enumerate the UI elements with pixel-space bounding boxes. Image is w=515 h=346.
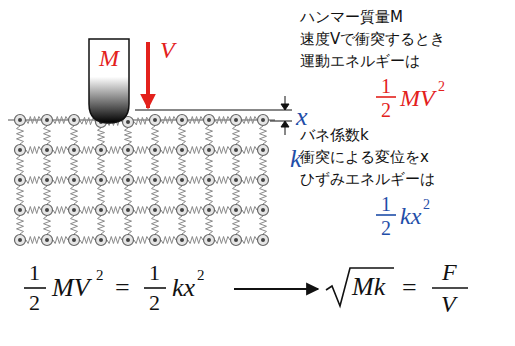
mass-point [42,115,53,126]
mass-point [15,175,26,186]
mass-point [258,235,269,246]
displacement-dimension [135,96,292,135]
fraction-denominator: 2 [381,218,391,238]
mass-point [231,145,242,156]
mass-point [15,235,26,246]
equals-sign: = [402,275,417,301]
mass-point [258,175,269,186]
note-text: 衝突による変位をx [300,150,429,165]
exponent: 2 [438,80,445,94]
mass-point [69,145,80,156]
exponent: 2 [96,268,104,283]
mass-point [177,145,188,156]
fraction-denominator: 2 [29,292,40,314]
mass-point [258,115,269,126]
spring-lattice [8,115,275,246]
mass-point [177,115,188,126]
mass-point [123,235,134,246]
mass-point [150,145,161,156]
exponent: 2 [423,198,430,212]
mass-point [204,175,215,186]
mass-point [231,175,242,186]
mass-point [204,235,215,246]
mass-point [42,235,53,246]
note-text: 運動エネルギーは [300,54,420,69]
mass-point [177,235,188,246]
formula-term: MV [52,275,90,301]
velocity-arrow [146,42,150,108]
fraction-numerator: 1 [381,76,391,96]
mass-point [96,235,107,246]
mass-point [204,115,215,126]
fraction-bar [376,96,396,98]
fraction-bar [376,214,396,216]
fraction-numerator: 1 [381,194,391,214]
mass-point [69,235,80,246]
mass-point [204,145,215,156]
note-text: ひずみエネルギーは [300,172,435,187]
mass-point [150,115,161,126]
hammer-block: M [88,38,130,124]
fraction-numerator: 1 [149,262,160,284]
mass-point [177,205,188,216]
mass-point [42,205,53,216]
mass-point [69,175,80,186]
mass-point [150,235,161,246]
fraction-numerator: 1 [29,262,40,284]
mass-symbol: M [88,38,130,70]
formula-term: Mk [352,274,385,300]
formula-term: MV [400,86,435,110]
note-text: バネ係数k [300,128,369,143]
spring-constant-symbol: k [290,146,302,172]
note-text: ハンマー質量M [300,10,403,25]
formula-term: kx [400,204,421,228]
mass-point [15,145,26,156]
mass-point [123,145,134,156]
equals-sign: = [115,275,130,301]
mass-point [258,205,269,216]
equation-strokes [24,268,468,306]
formula-term: kx [172,275,195,301]
mass-point [231,205,242,216]
displacement-symbol: x [296,104,308,130]
mass-point [42,145,53,156]
mass-point [15,205,26,216]
mass-point [231,115,242,126]
mass-point [42,175,53,186]
mass-point [69,115,80,126]
mass-point [204,205,215,216]
mass-point [123,175,134,186]
fraction-numerator: F [442,260,457,284]
mass-point [177,175,188,186]
fraction-denominator: 2 [381,100,391,120]
mass-point [258,145,269,156]
mass-point [96,205,107,216]
mass-point [69,205,80,216]
mass-point [96,145,107,156]
velocity-symbol: V [160,38,175,62]
mass-point [231,235,242,246]
fraction-denominator: V [441,292,456,316]
mass-point [150,175,161,186]
mass-point [150,205,161,216]
mass-point [123,205,134,216]
mass-point [15,115,26,126]
exponent: 2 [197,268,205,283]
fraction-denominator: 2 [149,292,160,314]
mass-point [96,175,107,186]
note-text: 速度Vで衝突するとき [300,32,445,47]
